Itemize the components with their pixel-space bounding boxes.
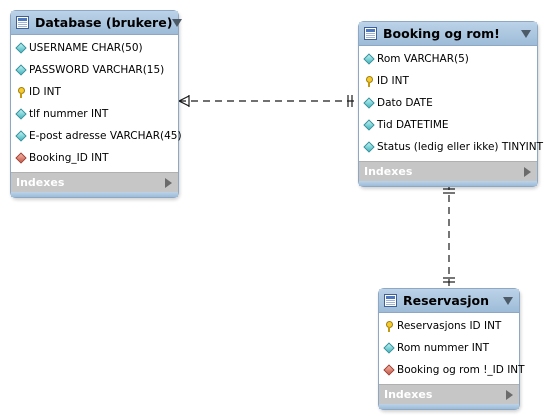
- column-label: E-post adresse VARCHAR(45): [29, 130, 182, 142]
- primary-key-icon: [383, 320, 394, 332]
- column-label: Reservasjons ID INT: [397, 320, 502, 332]
- table-title: Database (brukere): [35, 15, 173, 30]
- collapse-arrow-icon[interactable]: [521, 29, 531, 38]
- column-row[interactable]: Booking_ID INT: [11, 147, 178, 169]
- column-label: USERNAME CHAR(50): [29, 42, 143, 54]
- table-title: Reservasjon: [403, 293, 489, 308]
- column-label: Booking og rom !_ID INT: [397, 364, 525, 376]
- table-icon: [16, 16, 29, 29]
- column-row[interactable]: Rom nummer INT: [379, 337, 519, 359]
- column-icon: [15, 131, 26, 142]
- primary-key-icon: [15, 86, 26, 98]
- column-row[interactable]: tlf nummer INT: [11, 103, 178, 125]
- table-icon: [384, 294, 397, 307]
- indexes-label: Indexes: [16, 176, 65, 189]
- table-header[interactable]: Reservasjon: [379, 289, 519, 313]
- column-row[interactable]: ID INT: [359, 70, 537, 92]
- column-label: tlf nummer INT: [29, 108, 109, 120]
- column-icon: [383, 343, 394, 354]
- table-header[interactable]: Database (brukere): [11, 11, 183, 35]
- indexes-section[interactable]: Indexes: [379, 384, 519, 404]
- column-row[interactable]: Dato DATE: [359, 92, 537, 114]
- foreign-key-icon: [383, 365, 394, 376]
- column-label: PASSWORD VARCHAR(15): [29, 64, 165, 76]
- column-icon: [15, 65, 26, 76]
- column-label: Status (ledig eller ikke) TINYINT: [377, 141, 544, 153]
- column-row[interactable]: Tid DATETIME: [359, 114, 537, 136]
- column-icon: [15, 109, 26, 120]
- table-booking-og-rom[interactable]: Booking og rom! Rom VARCHAR(5) ID INT Da…: [358, 21, 543, 187]
- column-icon: [363, 98, 374, 109]
- collapse-arrow-icon[interactable]: [172, 18, 183, 27]
- expand-arrow-icon[interactable]: [524, 166, 531, 177]
- column-label: Rom VARCHAR(5): [377, 53, 469, 65]
- indexes-label: Indexes: [364, 165, 413, 178]
- foreign-key-icon: [15, 153, 26, 164]
- collapse-arrow-icon[interactable]: [503, 296, 513, 305]
- table-header[interactable]: Booking og rom!: [359, 22, 537, 46]
- column-row[interactable]: USERNAME CHAR(50): [11, 37, 178, 59]
- table-icon: [364, 27, 377, 40]
- column-row[interactable]: Rom VARCHAR(5): [359, 48, 537, 70]
- table-footer: [11, 192, 178, 197]
- table-title: Booking og rom!: [383, 26, 500, 41]
- column-label: Booking_ID INT: [29, 152, 109, 164]
- column-row[interactable]: E-post adresse VARCHAR(45): [11, 125, 182, 147]
- column-row[interactable]: ID INT: [11, 81, 178, 103]
- column-label: Tid DATETIME: [377, 119, 449, 131]
- indexes-label: Indexes: [384, 388, 433, 401]
- column-icon: [363, 54, 374, 65]
- table-footer: [359, 181, 537, 186]
- column-list: Rom VARCHAR(5) ID INT Dato DATE Tid DATE…: [359, 46, 543, 161]
- column-label: Dato DATE: [377, 97, 433, 109]
- indexes-section[interactable]: Indexes: [11, 172, 178, 192]
- column-icon: [363, 142, 374, 153]
- column-list: USERNAME CHAR(50) PASSWORD VARCHAR(15) I…: [11, 35, 182, 172]
- column-label: Rom nummer INT: [397, 342, 490, 354]
- table-footer: [379, 404, 519, 409]
- column-label: ID INT: [29, 86, 61, 98]
- column-row[interactable]: Booking og rom !_ID INT: [379, 359, 525, 381]
- expand-arrow-icon[interactable]: [165, 177, 172, 188]
- indexes-section[interactable]: Indexes: [359, 161, 537, 181]
- table-database-brukere[interactable]: Database (brukere) USERNAME CHAR(50) PAS…: [10, 10, 183, 198]
- column-list: Reservasjons ID INT Rom nummer INT Booki…: [379, 313, 525, 384]
- relationship-booking-reservasjon: [443, 183, 455, 288]
- primary-key-icon: [363, 75, 374, 87]
- column-icon: [15, 43, 26, 54]
- expand-arrow-icon[interactable]: [506, 389, 513, 400]
- column-label: ID INT: [377, 75, 409, 87]
- table-reservasjon[interactable]: Reservasjon Reservasjons ID INT Rom numm…: [378, 288, 525, 410]
- column-row[interactable]: Reservasjons ID INT: [379, 315, 519, 337]
- relationship-brukere-booking: [178, 95, 358, 107]
- column-icon: [363, 120, 374, 131]
- column-row[interactable]: PASSWORD VARCHAR(15): [11, 59, 178, 81]
- column-row[interactable]: Status (ledig eller ikke) TINYINT: [359, 136, 543, 158]
